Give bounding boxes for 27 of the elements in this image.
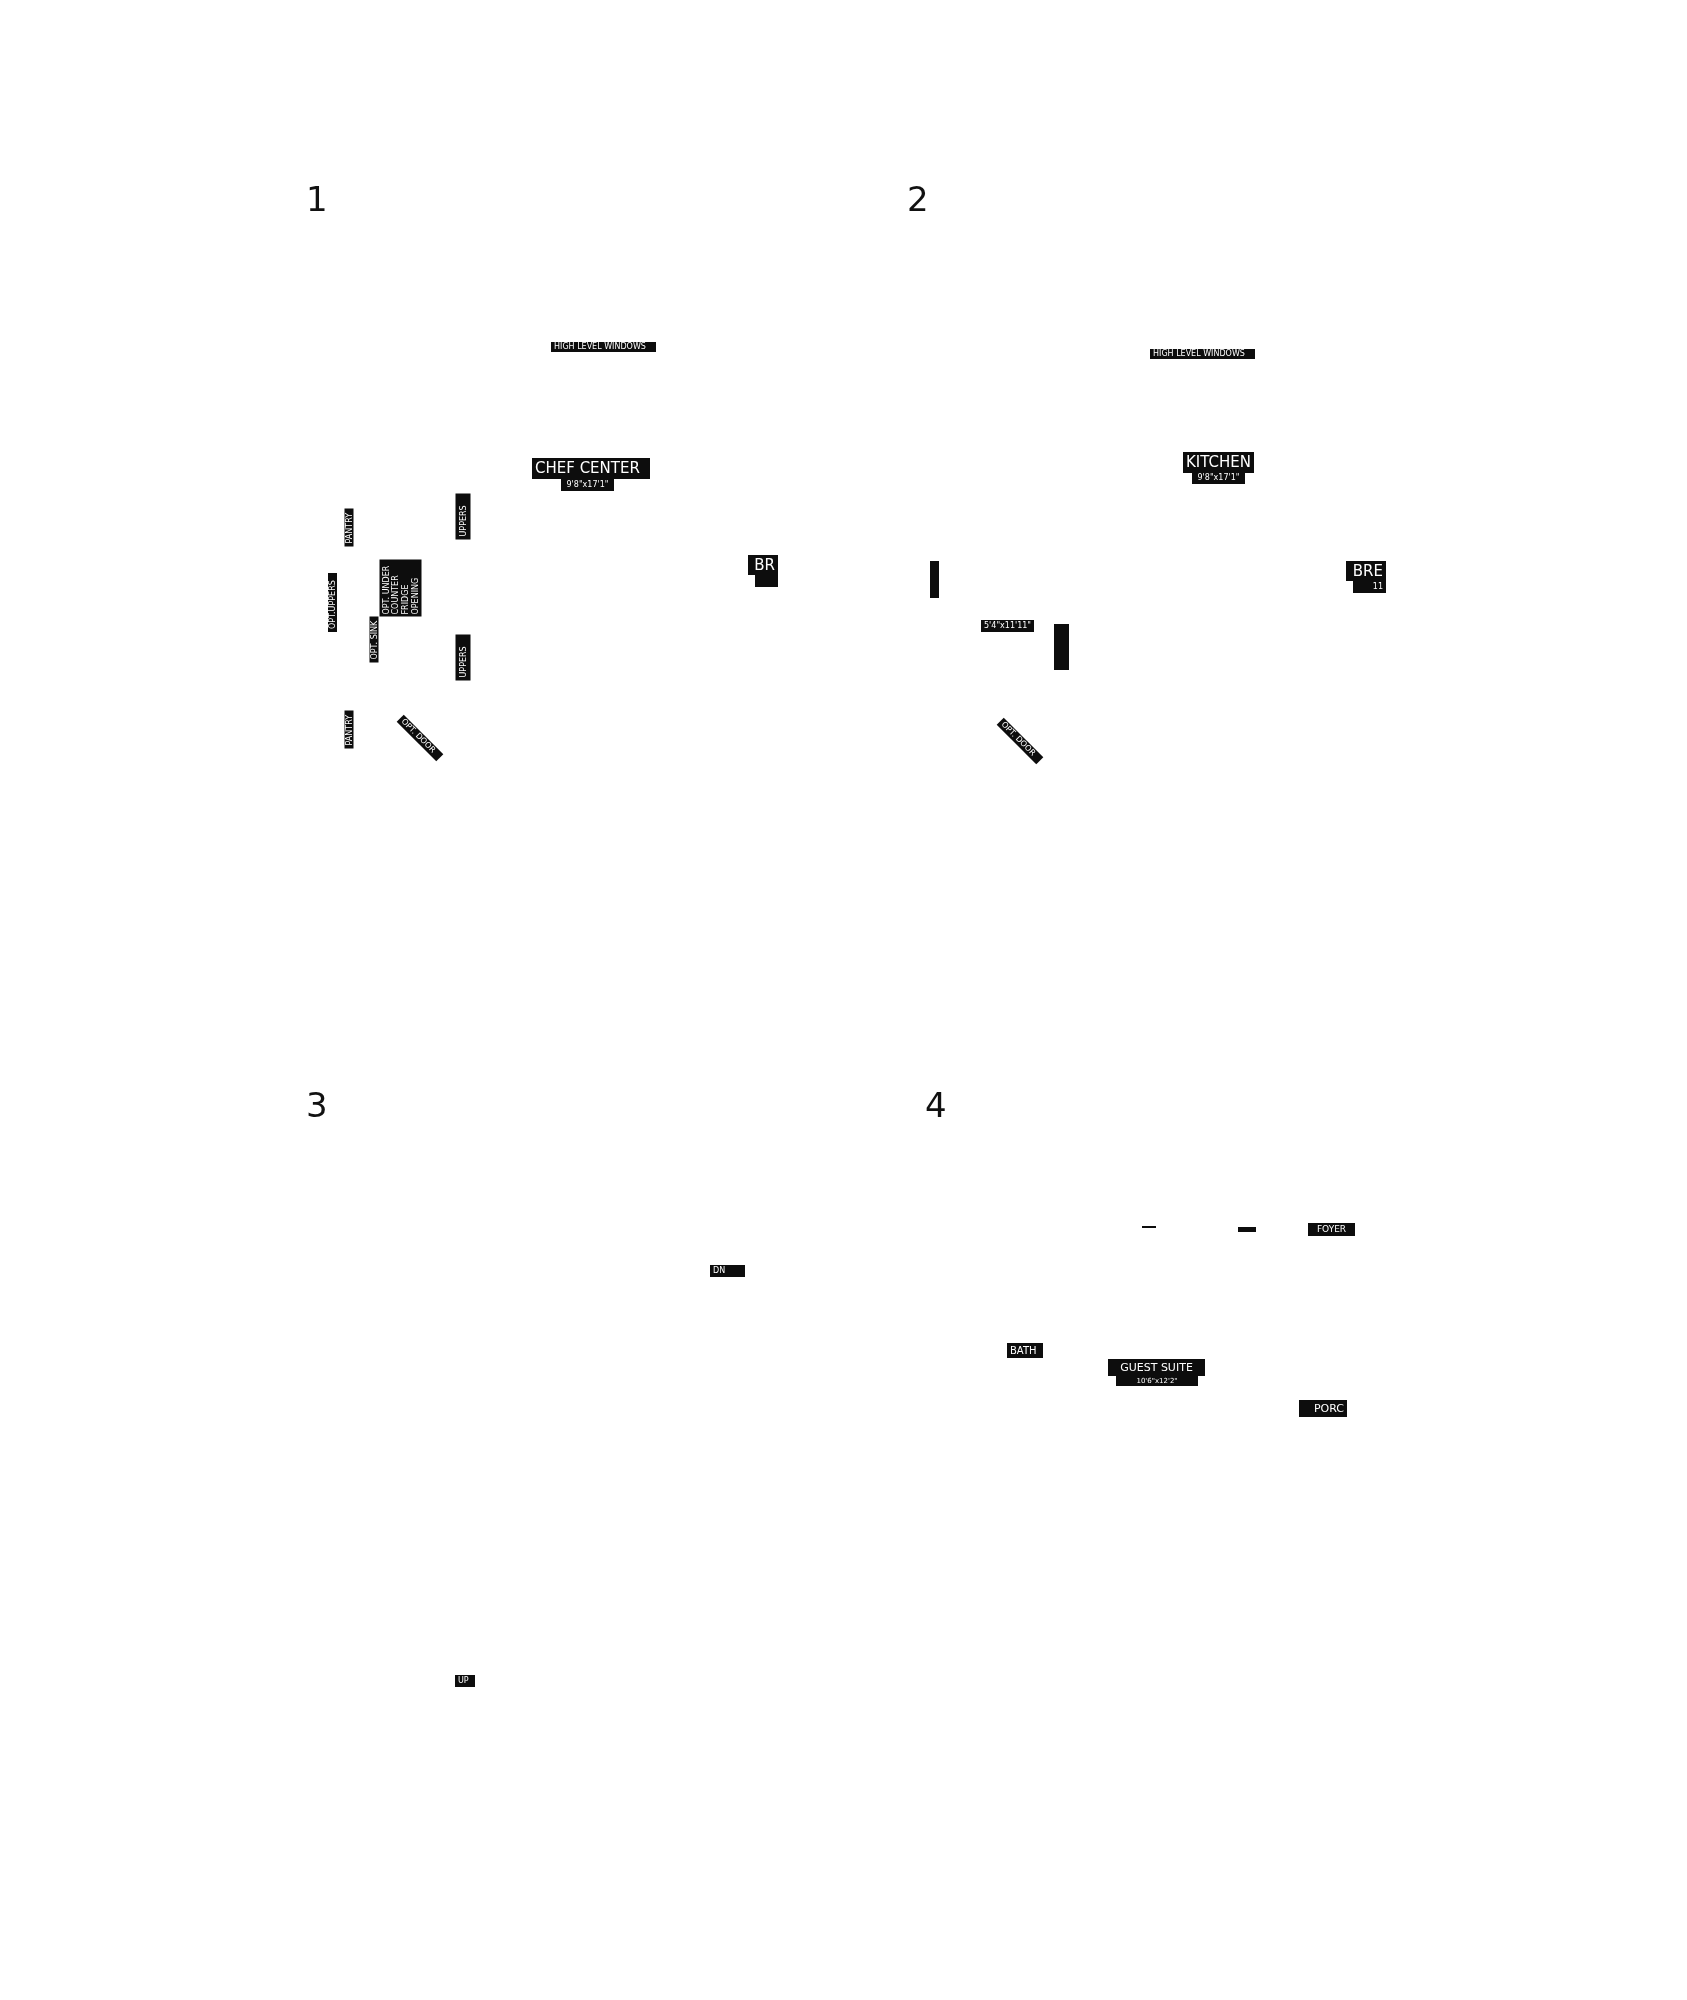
room-label: UP xyxy=(455,1675,475,1687)
room-label: DN xyxy=(710,1265,745,1277)
room-label: BATH xyxy=(1007,1343,1043,1358)
room-label: UPPERS xyxy=(455,493,470,539)
room-label: 11 xyxy=(1353,581,1386,593)
room-label: FOYER xyxy=(1308,1223,1355,1236)
room-label: 9'8"x17'1" xyxy=(561,479,614,491)
room-label: 9'8"x17'1" xyxy=(1192,472,1245,484)
room-label: CHEF CENTER xyxy=(532,458,650,479)
room-label: BRE xyxy=(1346,561,1386,581)
room-label: OPT.UPPERS xyxy=(328,573,337,632)
panel-number: 3 xyxy=(306,1088,328,1122)
panel-number: 1 xyxy=(306,182,328,216)
room-label: OPT. SINK xyxy=(369,616,378,662)
room-label: HIGH LEVEL WINDOWS xyxy=(1150,349,1255,359)
room-label: GUEST SUITE xyxy=(1108,1359,1205,1376)
room-label: BR xyxy=(748,555,778,575)
room-label: PORC xyxy=(1299,1400,1347,1417)
room-label: HIGH LEVEL WINDOWS xyxy=(551,342,656,352)
room-label: UPPERS xyxy=(455,634,470,680)
panel-number: 4 xyxy=(925,1088,947,1122)
room-label: OPT. UNDER COUNTER FRIDGE OPENING xyxy=(379,559,421,616)
panel-number: 2 xyxy=(907,182,929,216)
room-label: 5'4"x11'11" xyxy=(981,620,1034,632)
room-label: KITCHEN xyxy=(1183,452,1254,473)
room-label: PANTRY xyxy=(344,508,353,546)
room-label: PANTRY xyxy=(344,710,353,748)
